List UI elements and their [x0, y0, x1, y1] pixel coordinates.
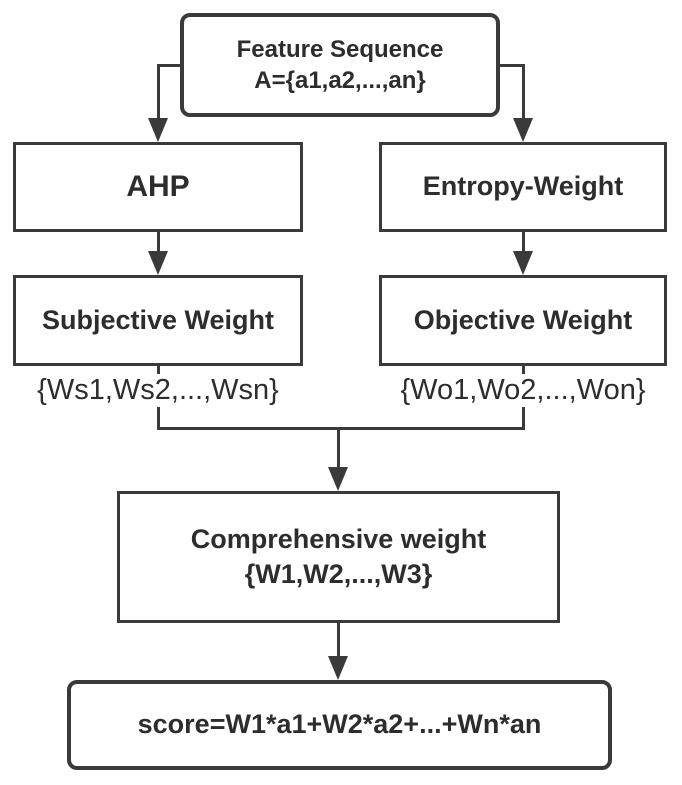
entropy-weight-label: Entropy-Weight	[422, 171, 624, 202]
node-subjective-weight: Subjective Weight	[13, 275, 303, 366]
connector-comprehensive-to-score	[337, 623, 340, 657]
arrowhead-into-score	[328, 656, 348, 680]
subjective-weights-set-label: {Ws1,Ws2,...,Wsn}	[33, 374, 283, 407]
connector-left-branch-horizontal	[157, 64, 182, 67]
arrowhead-into-subjective-weight	[148, 251, 168, 275]
connector-entropy-to-objective	[522, 232, 525, 254]
objective-weights-set-label: {Wo1,Wo2,...,Won}	[396, 374, 650, 407]
subjective-weight-label: Subjective Weight	[41, 304, 275, 335]
feature-sequence-line1: Feature Sequence	[236, 35, 444, 63]
feature-sequence-line2: A={a1,a2,...,an}	[254, 67, 426, 94]
score-formula-label: score=W1*a1+W2*a2+...+Wn*an	[137, 709, 542, 740]
connector-left-branch-vertical	[157, 64, 160, 120]
ahp-label: AHP	[126, 170, 190, 203]
node-comprehensive-weight: Comprehensive weight {W1,W2,...,W3}	[117, 491, 560, 623]
node-feature-sequence: Feature Sequence A={a1,a2,...,an}	[180, 13, 500, 117]
connector-merge-vertical	[337, 427, 340, 468]
connector-ahp-to-subjective	[157, 232, 160, 254]
objective-weight-label: Objective Weight	[413, 304, 633, 335]
node-ahp: AHP	[13, 142, 303, 232]
comprehensive-weight-line2: {W1,W2,...,W3}	[244, 559, 433, 589]
node-objective-weight: Objective Weight	[379, 275, 667, 366]
arrowhead-into-comprehensive-weight	[328, 467, 348, 491]
node-entropy-weight: Entropy-Weight	[379, 142, 667, 232]
connector-merge-horizontal	[157, 427, 525, 430]
connector-right-branch-horizontal	[500, 64, 525, 67]
node-score-formula: score=W1*a1+W2*a2+...+Wn*an	[67, 680, 612, 770]
arrowhead-into-ahp	[148, 118, 168, 142]
comprehensive-weight-line1: Comprehensive weight	[190, 523, 487, 554]
arrowhead-into-entropy-weight	[513, 118, 533, 142]
arrowhead-into-objective-weight	[513, 251, 533, 275]
connector-right-branch-vertical	[522, 64, 525, 120]
